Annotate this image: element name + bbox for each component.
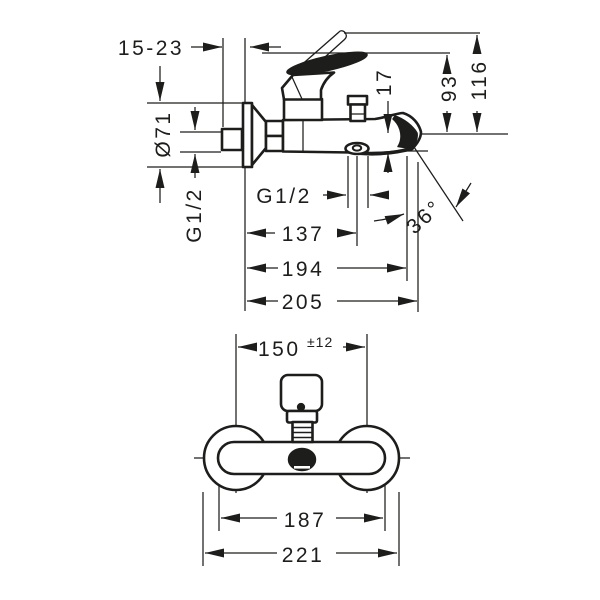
diverter-knob-slit (294, 466, 310, 469)
dim-label-spout-reach: 194 (282, 258, 325, 281)
dim-label-escutcheon-diameter: Ø71 (152, 110, 175, 157)
diverter-knob-body (349, 103, 367, 123)
handle-screw-dot (296, 402, 306, 412)
dim-label-height-open: 116 (468, 60, 491, 101)
spout-nose (392, 115, 418, 150)
cartridge-collar (282, 97, 324, 122)
dim-label-outlet-thread: G1/2 (256, 185, 312, 208)
dim-label-overall-width: 221 (282, 544, 325, 567)
dim-label-spout-drop: 17 (373, 68, 396, 96)
spout-angle-line (407, 137, 464, 222)
dim-label-hole-spacing: 150 (258, 338, 301, 361)
escutcheon-plate (241, 101, 254, 169)
lever-pivot-dome (280, 71, 336, 101)
side-view: 15-23 Ø71 G1/2 G1/2 17 93 116 137 194 20… (118, 30, 508, 314)
union-nut-lower (264, 134, 285, 153)
dim-label-wall-distance: 15-23 (118, 37, 184, 60)
front-view: 150 ±12 187 221 (194, 334, 410, 567)
wall-pipe-block (220, 127, 244, 152)
dim-label-overall-depth: 205 (282, 291, 325, 314)
shower-outlet-hole (351, 144, 363, 152)
dim-label-outlet-depth: 137 (282, 223, 325, 246)
diverter-knob-front (287, 447, 317, 472)
dim-arc-angle-right (455, 182, 472, 208)
dome-facet-line (291, 76, 303, 100)
dim-label-body-width: 187 (284, 509, 327, 532)
lever-open-outline (297, 30, 348, 76)
dim-label-hole-spacing-tolerance: ±12 (307, 334, 333, 350)
dim-label-spout-angle: 36° (402, 195, 447, 238)
dim-label-height-closed: 93 (438, 74, 461, 102)
dim-label-wall-thread: G1/2 (183, 187, 206, 243)
union-nut-upper (264, 119, 285, 138)
dim-arc-angle-left (373, 213, 405, 225)
escutcheon-cone (250, 103, 268, 167)
